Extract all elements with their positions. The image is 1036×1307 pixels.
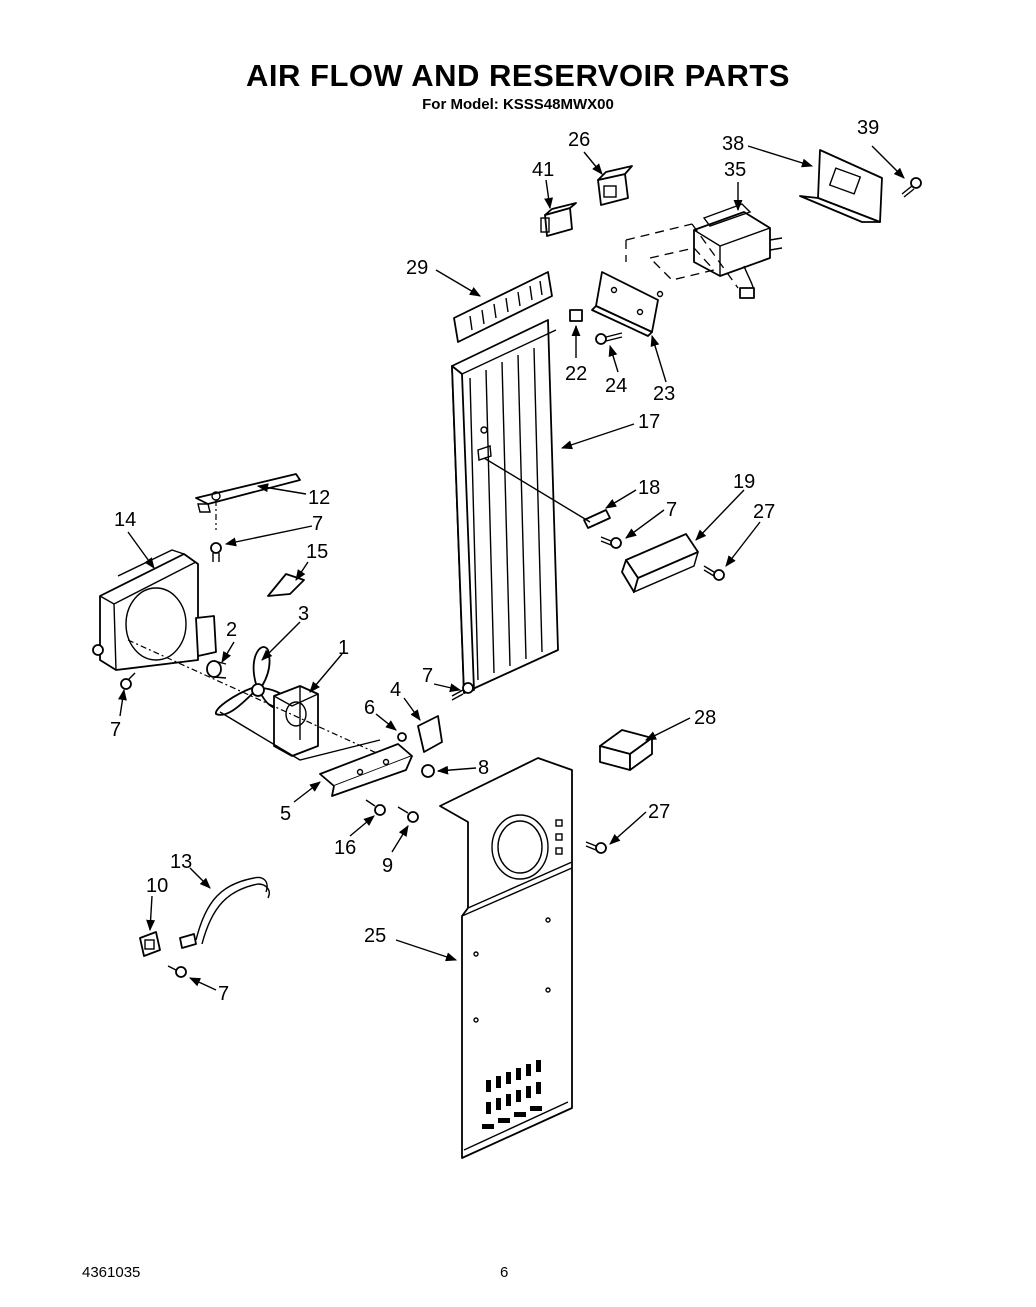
callout-23: 23: [653, 383, 675, 405]
part-39-screw: [901, 177, 922, 198]
mounting-outline-dashed: [625, 223, 739, 289]
diagram-title: AIR FLOW AND RESERVOIR PARTS: [246, 58, 790, 93]
callout-16: 16: [334, 837, 356, 859]
callout-4: 4: [390, 679, 401, 701]
part-28-block: [599, 729, 653, 771]
callout-6: 6: [364, 697, 375, 719]
assembly-base-outline: [219, 711, 381, 761]
callout-19: 19: [733, 471, 755, 493]
part-24-screw: [595, 332, 623, 345]
part-9-screw: [397, 806, 419, 823]
part-19-bracket: [621, 533, 699, 594]
model-subtitle: For Model: KSSS48MWX00: [422, 96, 614, 113]
callout-7-e: 7: [218, 983, 229, 1005]
callout-25: 25: [364, 925, 386, 947]
part-8-nut: [421, 764, 435, 778]
part-41-connector: [540, 202, 577, 237]
callout-12: 12: [308, 487, 330, 509]
part-17-liner-panel: [451, 319, 559, 694]
part-1-motor: [273, 685, 319, 757]
part-22-clip: [569, 309, 583, 322]
part-2-bushing: [206, 660, 227, 679]
callout-2: 2: [226, 619, 237, 641]
part-16-screw: [365, 799, 386, 816]
part-7-screw-c: [120, 672, 136, 690]
callout-7-a: 7: [312, 513, 323, 535]
callout-38: 38: [722, 133, 744, 155]
callout-3: 3: [298, 603, 309, 625]
callout-24: 24: [605, 375, 627, 397]
callout-7-d: 7: [422, 665, 433, 687]
callout-39: 39: [857, 117, 879, 139]
fan-axis-centerline: [127, 639, 393, 761]
callout-labels: 38 39 35 26 41 29 22 24 23 17 18 7 19 27…: [110, 117, 879, 1005]
part-10-connector: [139, 931, 161, 957]
callout-26: 26: [568, 129, 590, 151]
page-number: 6: [500, 1264, 509, 1281]
callout-7-b: 7: [666, 499, 677, 521]
part-7-screw-a: [210, 542, 222, 562]
part-6-nut: [397, 732, 407, 742]
callout-5: 5: [280, 803, 291, 825]
part-23-bracket: [591, 271, 664, 337]
part-18-clip: [483, 457, 611, 529]
callout-29: 29: [406, 257, 428, 279]
callout-18: 18: [638, 477, 660, 499]
callout-8: 8: [478, 757, 489, 779]
part-12-bracket: [195, 473, 301, 530]
callout-10: 10: [146, 875, 168, 897]
callout-15: 15: [306, 541, 328, 563]
part-27-screw-b: [585, 841, 607, 854]
callout-14: 14: [114, 509, 136, 531]
callout-13: 13: [170, 851, 192, 873]
callout-7-c: 7: [110, 719, 121, 741]
part-7-screw-b: [600, 536, 622, 549]
part-4-clip: [417, 715, 443, 753]
document-number: 4361035: [82, 1264, 141, 1281]
part-7-screw-d: [451, 682, 474, 701]
part-25-back-panel: [439, 757, 573, 1159]
part-38-cover: [799, 149, 883, 223]
callout-17: 17: [638, 411, 660, 433]
callout-27-a: 27: [753, 501, 775, 523]
part-29-grille: [453, 271, 553, 343]
part-26-bracket: [597, 165, 633, 206]
callout-41: 41: [532, 159, 554, 181]
callout-35: 35: [724, 159, 746, 181]
part-14-fan-shroud: [92, 549, 217, 671]
callout-22: 22: [565, 363, 587, 385]
leader-lines: [118, 145, 905, 991]
part-35-transformer: [693, 203, 783, 299]
callout-28: 28: [694, 707, 716, 729]
part-13-wire-harness: [179, 876, 270, 949]
part-7-screw-e: [167, 965, 187, 978]
callout-1: 1: [338, 637, 349, 659]
part-5-bracket: [319, 743, 413, 797]
callout-27-b: 27: [648, 801, 670, 823]
part-27-screw-a: [703, 565, 725, 581]
callout-9: 9: [382, 855, 393, 877]
